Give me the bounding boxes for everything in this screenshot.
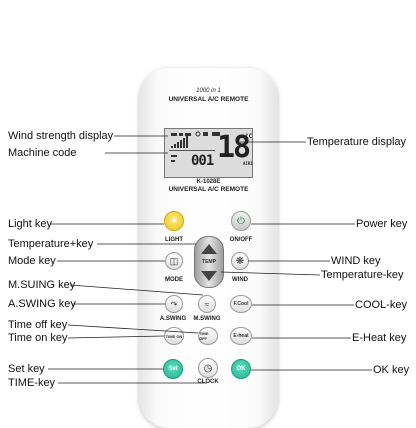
ok-button-text: OK [236,366,246,372]
lcd-temperature-digits: 18 [217,130,251,165]
temp-rocker-label: TEMP [202,259,216,265]
clock-icon: ◷ [203,362,213,374]
model-title-mid: UNIVERSAL A/C REMOTE [168,186,249,193]
callout-set-key: Set key [8,363,45,375]
callout-ok-key: OK key [373,364,410,376]
callout-temperature-display: Temperature display [307,136,407,148]
model-tagline: 1000 in 1 [196,88,221,94]
callout-mode-key: Mode key [8,255,56,267]
fcool-button-text: F.Cool [233,301,249,307]
light-button[interactable]: ☀ [164,211,184,231]
callout-time-key: TIME-key [8,377,56,389]
aswing-button[interactable]: ↷ [165,295,183,313]
swing-manual-icon: ≈ [204,299,210,309]
timeoff-button[interactable]: TIME OFF [198,327,218,345]
callout-eheat-key: E-Heat key [352,332,407,344]
callout-cool-key: COOL-key [355,299,407,311]
aswing-label: A.SWING [159,316,187,322]
mswing-label: M.SWING [193,316,221,322]
callout-wind-strength-display: Wind strength display [8,130,114,142]
callout-time-on-key: Time on key [8,332,68,344]
mswing-button[interactable]: ≈ [198,295,216,313]
clock-label: CLOCK [197,379,219,385]
model-number: K-1028E [196,179,221,185]
fan-icon: ❋ [235,255,245,267]
lcd-machine-code: 001 [191,153,214,169]
callout-time-off-key: Time off key [8,319,68,331]
onoff-label: ON/OFF [229,237,253,243]
fcool-button[interactable]: F.Cool [230,295,252,313]
mode-icon: ◫ [169,255,179,266]
lcd-screen: 18 °C AIR1 001 [164,128,253,178]
mode-label: MODE [165,277,183,283]
wind-label: WIND [232,277,248,283]
callout-wind-key: WIND key [331,255,381,267]
timeon-button-text: TIME ON [165,333,183,339]
callout-lines [48,135,372,384]
swing-auto-icon: ↷ [170,299,178,309]
callout-msuing-key: M.SUING key [8,279,76,291]
eheat-button[interactable]: E-heat [230,327,252,345]
callout-temperature-plus-key: Temperature+key [8,238,94,250]
lcd-temperature-unit: °C [245,133,253,140]
arrow-down-icon [201,271,217,281]
callout-light-key: Light key [8,218,53,230]
callout-machine-code: Machine code [8,147,77,159]
lcd-air-label: AIR1 [243,161,253,166]
callout-temperature-minus-key: Temperature-key [321,269,404,281]
power-button[interactable]: ⏻ [231,211,251,231]
light-bulb-icon: ☀ [169,215,179,227]
temperature-down-button[interactable] [199,265,219,285]
set-button-text: Set [168,366,178,372]
temperature-up-button[interactable] [199,240,219,260]
callout-power-key: Power key [356,218,408,230]
set-button[interactable]: Set [163,359,183,379]
power-icon: ⏻ [237,215,245,227]
callout-aswing-key: A.SWING key [8,298,76,310]
arrow-up-icon [201,244,217,254]
light-label: LIGHT [165,237,183,243]
lcd-graphics [169,131,220,162]
timeoff-button-text: TIME OFF [199,331,209,341]
eheat-button-text: E-heat [233,333,249,339]
model-title-top: UNIVERSAL A/C REMOTE [168,96,249,103]
clock-button[interactable]: ◷ [198,358,218,378]
temperature-rocker: TEMP [194,236,224,288]
mode-button[interactable]: ◫ [165,252,183,270]
ok-button[interactable]: OK [231,359,251,379]
